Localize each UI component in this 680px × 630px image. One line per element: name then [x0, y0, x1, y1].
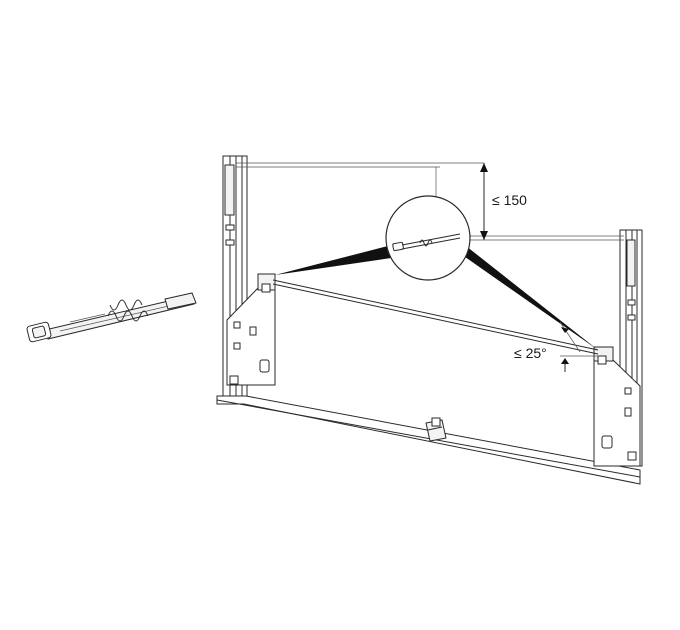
callout-wedges [275, 246, 598, 350]
detail-connector [392, 233, 461, 252]
detail-callout [385, 195, 471, 281]
left-bracket [226, 273, 276, 386]
bottom-panel [216, 395, 641, 485]
angle-limit-label: ≤ 25° [514, 345, 547, 361]
spring-rod-part [26, 292, 197, 343]
right-bracket [593, 346, 641, 467]
height-limit-label: ≤ 150 [492, 192, 527, 208]
panel-center-clip [425, 417, 447, 442]
height-dimension: ≤ 150 [480, 163, 527, 240]
reference-lines [236, 162, 624, 241]
installed-strut [272, 279, 599, 355]
angle-dimension: ≤ 25° [514, 321, 598, 372]
